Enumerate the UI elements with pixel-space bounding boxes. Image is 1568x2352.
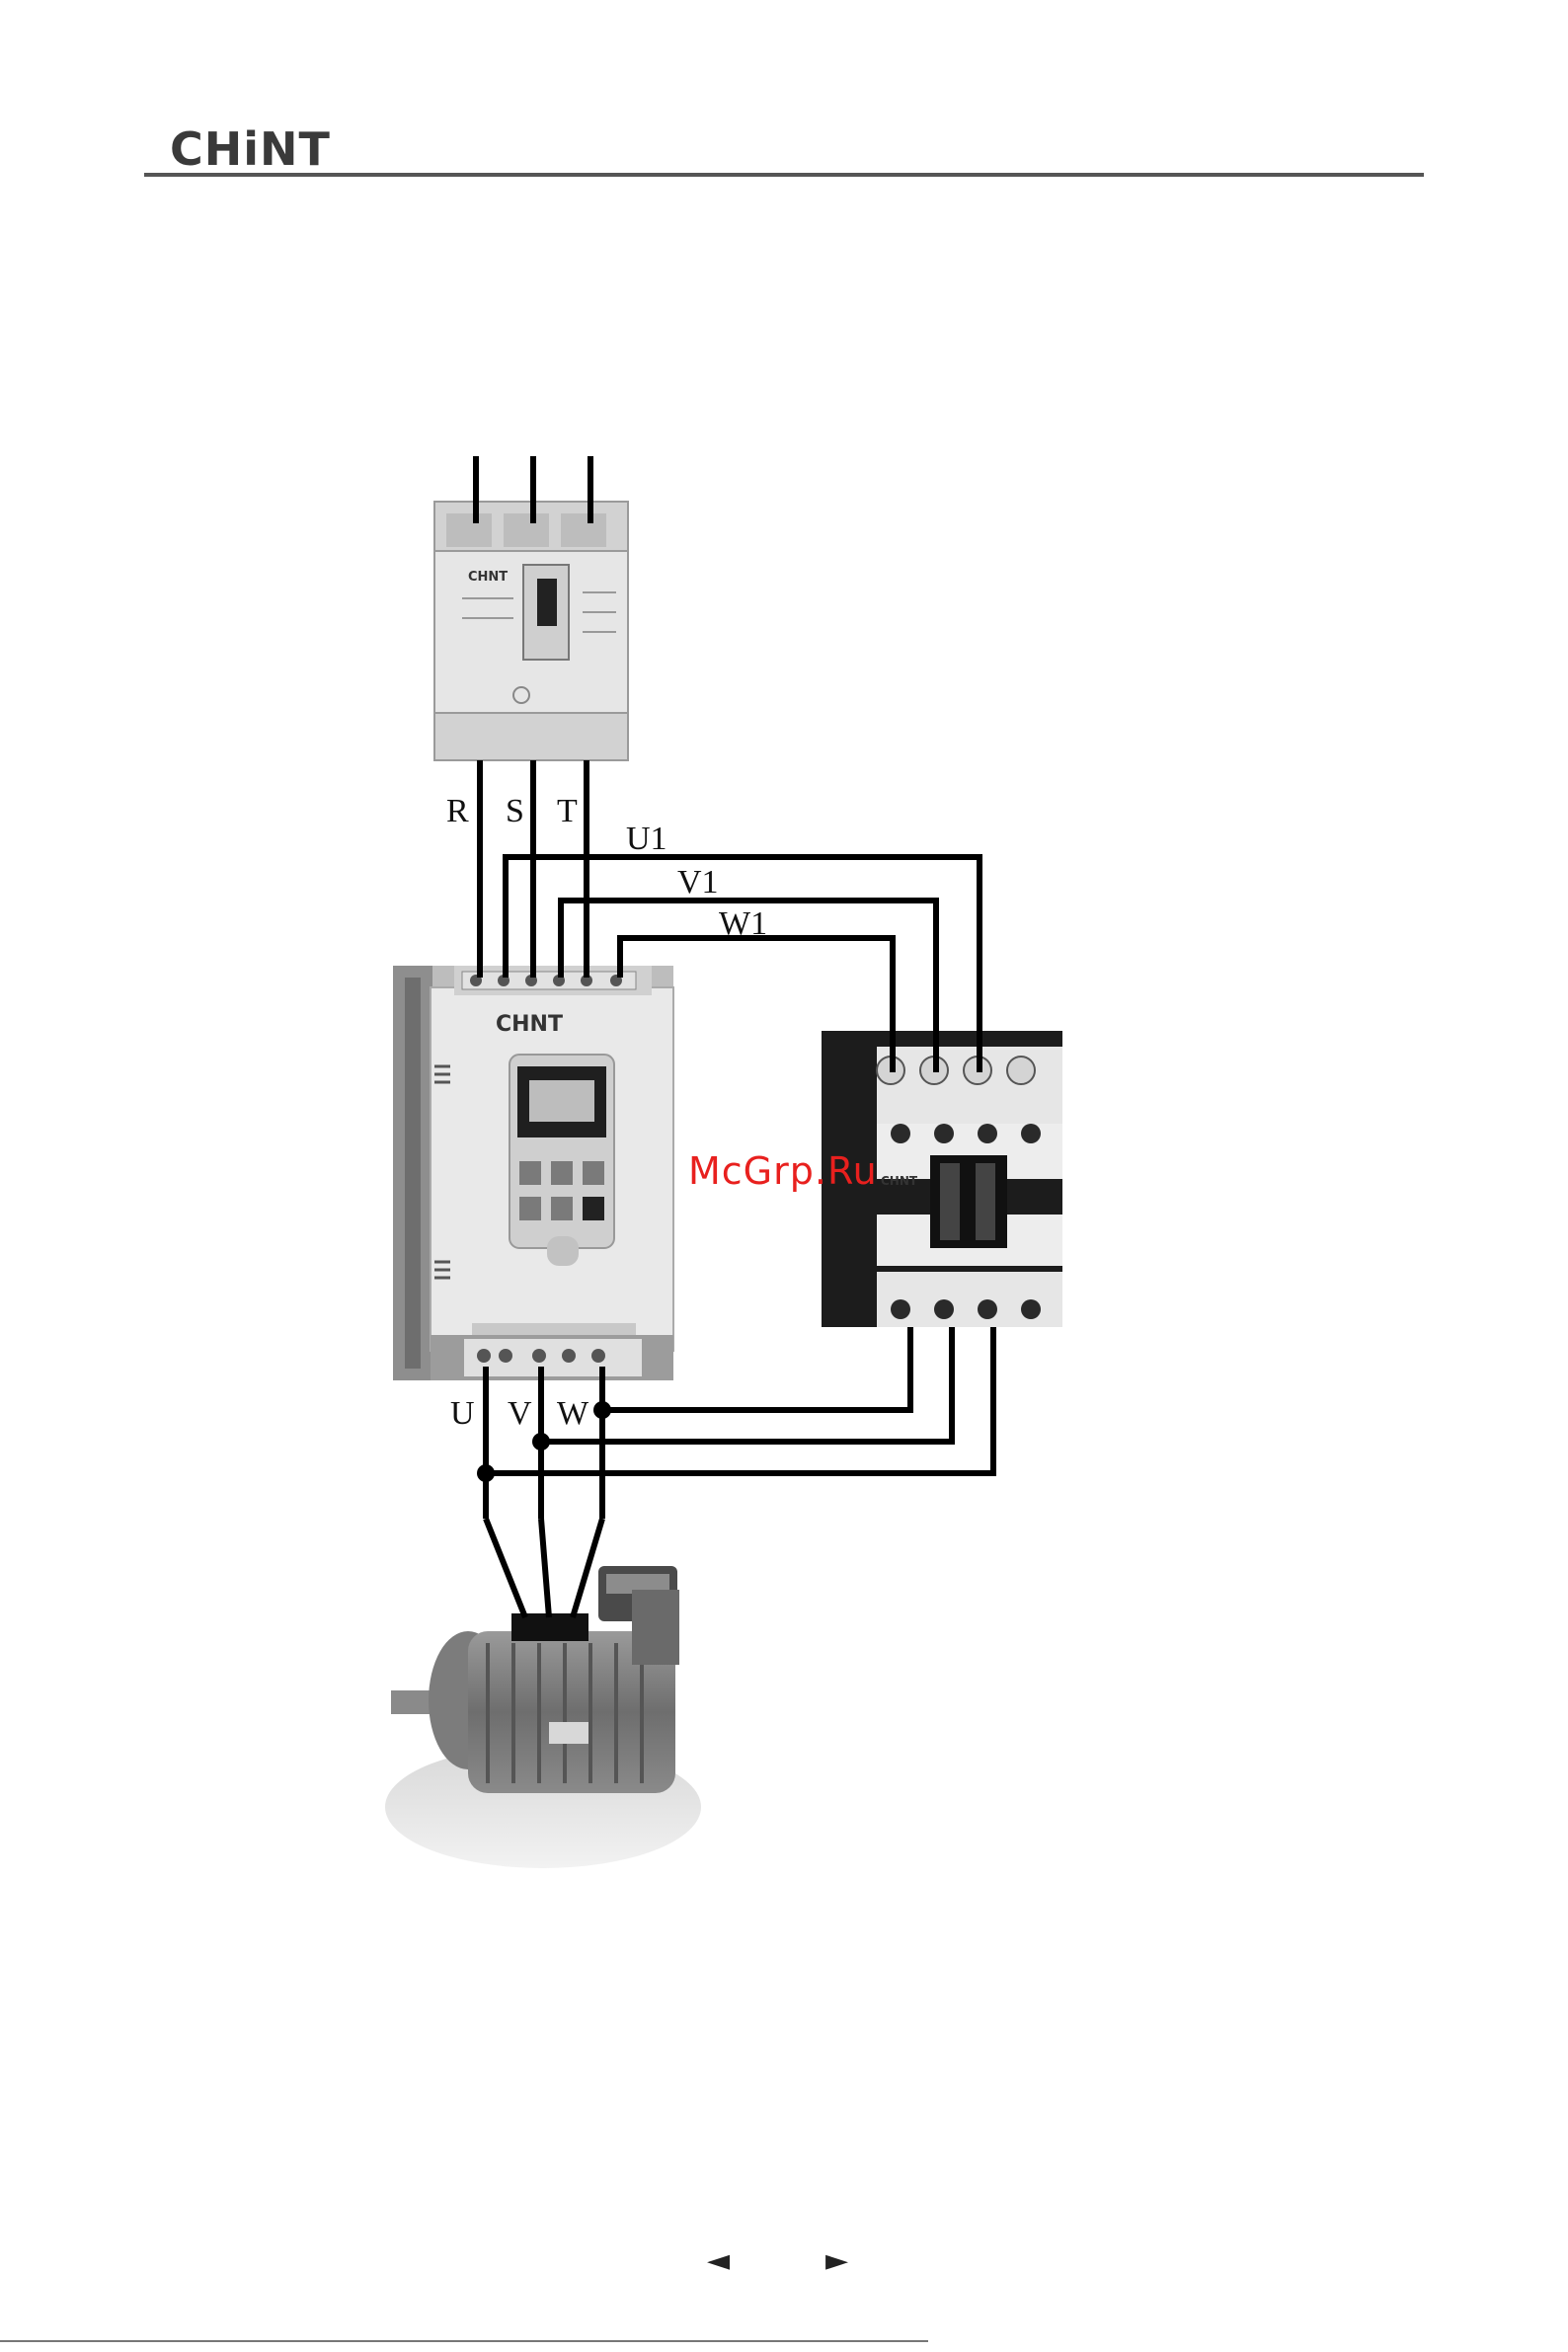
label-r: R [446,793,469,829]
footer-divider [0,2340,928,2342]
label-t: T [557,793,578,829]
breaker-brand-label: CHNT [468,570,508,585]
label-u1: U1 [626,821,667,857]
label-u: U [450,1395,475,1432]
label-v: V [508,1395,532,1432]
junction-w [593,1401,611,1419]
label-s: S [506,793,524,829]
junction-u [477,1464,495,1482]
next-page-arrow-icon[interactable]: ► [825,2243,848,2278]
watermark: McGrp.Ru [688,1149,878,1193]
label-w1: W1 [719,905,767,942]
circuit-breaker: CHNT [434,502,628,760]
contactor-brand-label: CHNT [881,1174,918,1188]
motor [385,1566,701,1868]
label-w: W [557,1395,589,1432]
starter-brand-label: CHNT [496,1012,563,1037]
label-v1: V1 [677,864,719,901]
junction-v [532,1433,550,1450]
soft-starter: CHNT [393,966,673,1380]
prev-page-arrow-icon[interactable]: ◄ [707,2243,730,2278]
